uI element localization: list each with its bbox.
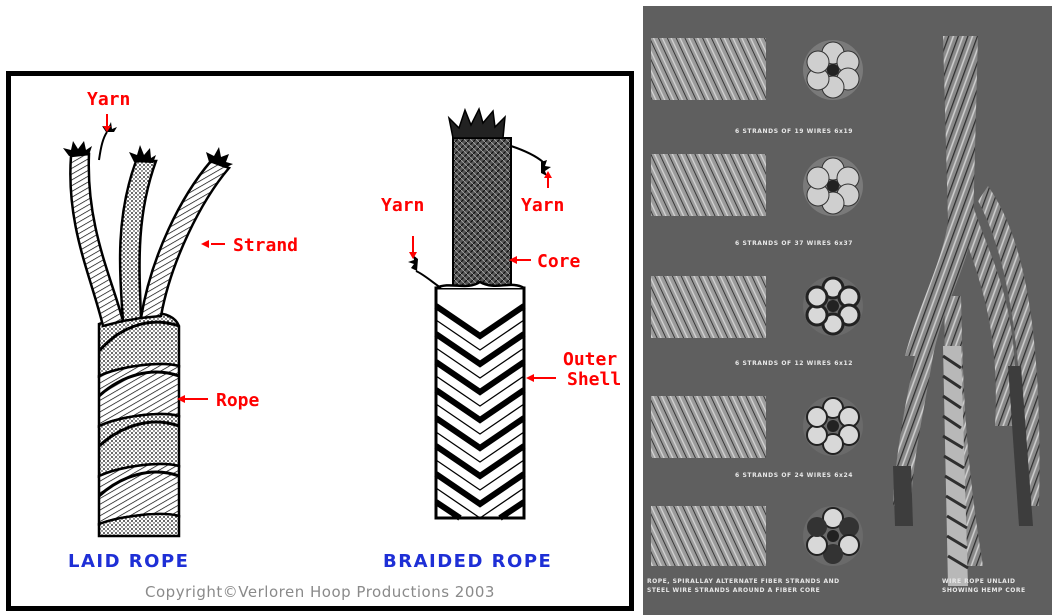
- caption-6x12: 6 STRANDS OF 12 WIRES 6x12: [735, 360, 853, 367]
- caption-6x24: 6 STRANDS OF 24 WIRES 6x24: [735, 472, 853, 479]
- caption-unlaid-line2: SHOWING HEMP CORE: [942, 586, 1026, 595]
- braided-rope-title: BRAIDED ROPE: [383, 551, 552, 572]
- laid-rope-title: LAID ROPE: [68, 551, 189, 572]
- rope-label: Rope: [216, 391, 259, 411]
- caption-spirallay-line2: STEEL WIRE STRANDS AROUND A FIBER CORE: [647, 586, 820, 595]
- laid-yarn-label: Yarn: [87, 90, 130, 110]
- laid-rope-drawing: [63, 114, 233, 536]
- shell-label: Shell: [567, 370, 621, 390]
- strand-label: Strand: [233, 236, 298, 256]
- caption-unlaid-line1: WIRE ROPE UNLAID: [942, 577, 1016, 586]
- braided-yarn-right-label: Yarn: [521, 196, 564, 216]
- outer-label: Outer: [563, 350, 617, 370]
- caption-spirallay-line1: ROPE, SPIRALLAY ALTERNATE FIBER STRANDS …: [647, 577, 840, 586]
- wire-rope-photo: [643, 6, 1052, 615]
- wire-rope-photo-panel: 6 STRANDS OF 19 WIRES 6x19 6 STRANDS OF …: [643, 6, 1052, 615]
- core-label: Core: [537, 252, 580, 272]
- caption-6x37: 6 STRANDS OF 37 WIRES 6x37: [735, 240, 853, 247]
- copyright-notice: Copyright©Verloren Hoop Productions 2003: [11, 583, 629, 601]
- caption-6x19: 6 STRANDS OF 19 WIRES 6x19: [735, 128, 853, 135]
- braided-yarn-left-label: Yarn: [381, 196, 424, 216]
- rope-illustration: [11, 76, 629, 606]
- rope-diagram-panel: Yarn Strand Rope Yarn Yarn Core Outer Sh…: [6, 71, 634, 611]
- braided-rope-drawing: [408, 109, 556, 518]
